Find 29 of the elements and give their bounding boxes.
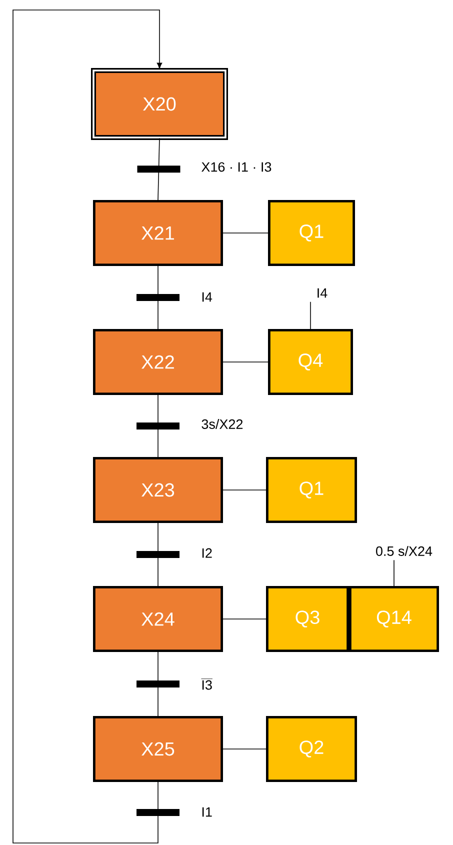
step-box: X21 xyxy=(93,200,223,266)
action-box: Q3 xyxy=(266,586,349,652)
action-box: Q2 xyxy=(266,716,357,782)
transition-condition: 3s/X22 xyxy=(200,418,244,430)
transition-line xyxy=(136,266,180,330)
action-box: Q14 xyxy=(349,586,439,652)
action-box: Q1 xyxy=(268,200,355,266)
step-box: X23 xyxy=(93,457,223,523)
action-link xyxy=(222,618,266,620)
transition-line xyxy=(137,138,180,200)
return-loop-arrow xyxy=(12,10,180,844)
step-box: X25 xyxy=(93,716,223,782)
transition-line xyxy=(136,652,180,716)
transition-condition: I2 xyxy=(200,547,214,559)
action-box: Q4 xyxy=(268,329,353,395)
transition-line xyxy=(136,522,180,586)
step-box: X22 xyxy=(93,329,223,395)
initial-step-box: X20 xyxy=(91,68,228,140)
transition-line xyxy=(136,394,180,458)
transition-condition: X16 · I1 · I3 xyxy=(200,161,273,173)
condition-text: 0.5 s/X24 xyxy=(376,546,432,556)
transition-condition: $\overline{\mathrm{I3}}$ xyxy=(200,677,214,691)
transition-condition: I1 xyxy=(200,806,214,818)
action-link xyxy=(222,748,266,750)
action-box: Q1 xyxy=(266,457,357,523)
condition-text: I4 xyxy=(318,288,328,298)
action-link xyxy=(222,232,268,234)
step-box: X24 xyxy=(93,586,223,652)
transition-condition: I4 xyxy=(200,291,214,303)
